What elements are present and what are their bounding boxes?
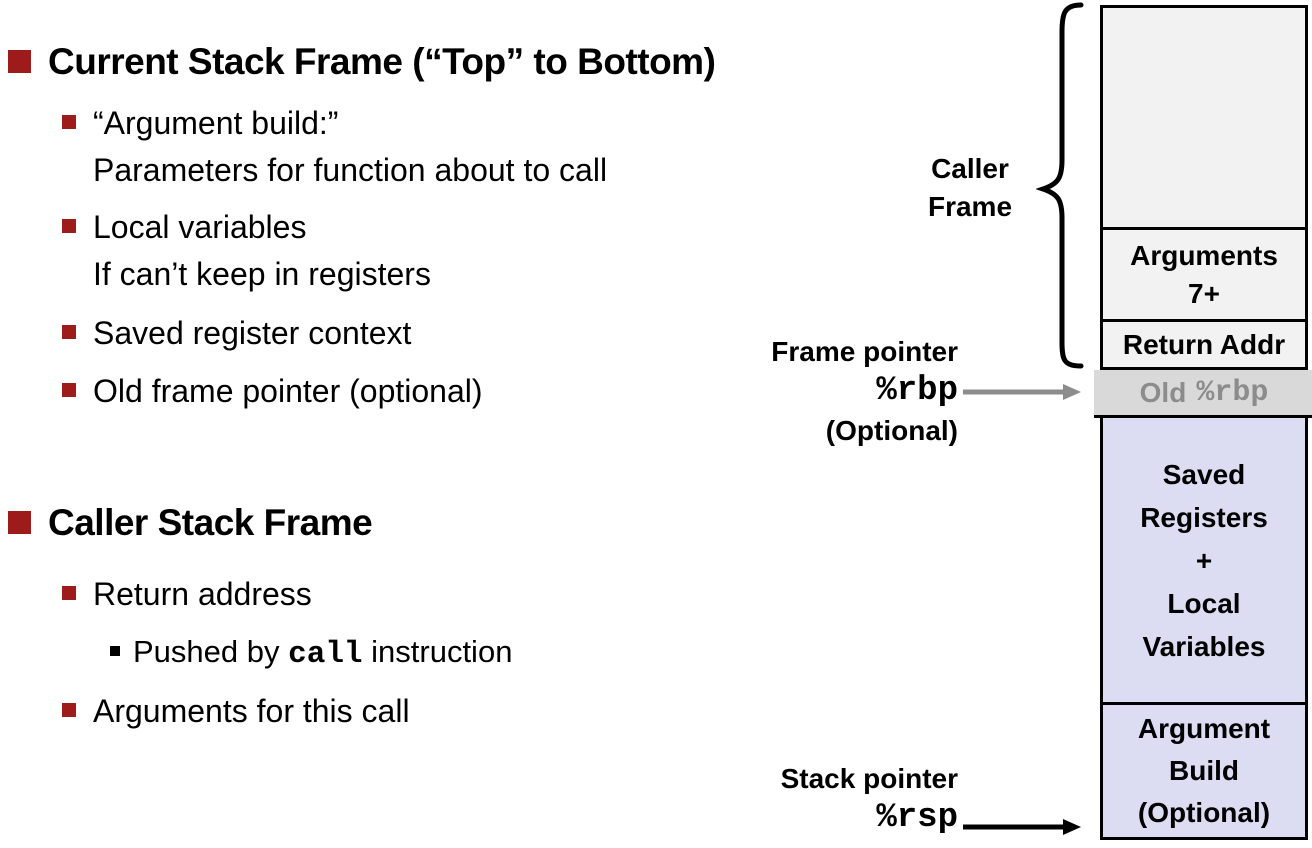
- red-square-bullet-icon: [62, 703, 76, 717]
- stack-box-saved-registers-locals: Saved Registers + Local Variables: [1103, 418, 1305, 705]
- red-square-bullet-icon: [62, 586, 76, 600]
- rbp-arrow-icon: [963, 384, 1081, 400]
- red-square-bullet-icon: [8, 511, 31, 534]
- section2-heading: Caller Stack Frame: [8, 500, 373, 546]
- red-square-bullet-icon: [8, 50, 31, 73]
- bullet-line: Local variables: [93, 209, 307, 245]
- section2-title: Caller Stack Frame: [48, 502, 373, 543]
- stack-box-line: Arguments: [1130, 239, 1278, 271]
- bullet-argument-build: “Argument build:” Parameters for functio…: [62, 100, 607, 194]
- call-instruction-code: call: [288, 637, 363, 672]
- section1-title: Current Stack Frame (“Top” to Bottom): [48, 41, 716, 82]
- bullet-line: If can’t keep in registers: [93, 256, 431, 292]
- bullet-line: instruction: [362, 634, 513, 669]
- stack-box-line: Variables: [1142, 630, 1266, 662]
- bullet-return-address: Return address: [62, 571, 312, 618]
- bullet-text: Saved register context: [93, 315, 412, 351]
- bullet-old-frame-pointer: Old frame pointer (optional): [62, 368, 483, 415]
- bullet-text: Old frame pointer (optional): [93, 373, 483, 409]
- black-square-bullet-icon: [110, 646, 120, 656]
- bullet-line: Pushed by: [133, 634, 289, 669]
- old-rbp-register: %rbp: [1196, 375, 1269, 410]
- red-square-bullet-icon: [62, 115, 76, 129]
- frame-pointer-annotation: Frame pointer %rbp (Optional): [640, 333, 958, 449]
- stack-box-line: Build: [1169, 755, 1239, 786]
- bullet-text: “Argument build:” Parameters for functio…: [93, 100, 607, 194]
- bullet-text: Arguments for this call: [93, 693, 410, 729]
- stack-box-line: Old: [1139, 376, 1187, 408]
- rbp-register-label: %rbp: [876, 372, 958, 410]
- stack-box-line: Argument: [1137, 713, 1271, 744]
- caller-frame-label-line: Frame: [927, 191, 1013, 222]
- stack-box-line: Local: [1167, 587, 1241, 619]
- bullet-text: Pushed by call instruction: [133, 629, 512, 678]
- bullet-text: Return address: [93, 576, 312, 612]
- stack-box-line: (Optional): [1137, 797, 1271, 828]
- bullet-saved-register-context: Saved register context: [62, 310, 411, 357]
- frame-pointer-note: (Optional): [825, 415, 958, 446]
- stack-box-caller-frame: [1103, 8, 1305, 230]
- bullet-arguments-for-call: Arguments for this call: [62, 688, 410, 735]
- stack-box-line: 7+: [1188, 277, 1220, 309]
- bullet-pushed-by-call: Pushed by call instruction: [110, 629, 512, 678]
- stack-box-line: +: [1195, 544, 1213, 576]
- stack-box-old-rbp: Old %rbp: [1094, 370, 1312, 418]
- bullet-local-variables: Local variables If can’t keep in registe…: [62, 204, 431, 298]
- stack-pointer-label: Stack pointer: [780, 763, 958, 794]
- bullet-line: “Argument build:”: [93, 105, 339, 141]
- red-square-bullet-icon: [62, 325, 76, 339]
- stack-box-arguments-7plus: Arguments 7+: [1103, 230, 1305, 322]
- rsp-register-label: %rsp: [876, 799, 958, 837]
- rsp-arrow-icon: [963, 819, 1081, 835]
- section1-heading: Current Stack Frame (“Top” to Bottom): [8, 39, 716, 85]
- caller-frame-label: Caller Frame: [905, 150, 1035, 226]
- stack-box-line: Saved: [1162, 458, 1246, 490]
- bullet-text: Local variables If can’t keep in registe…: [93, 204, 431, 298]
- bullet-line: Parameters for function about to call: [93, 152, 608, 188]
- frame-pointer-label: Frame pointer: [771, 336, 958, 367]
- stack-diagram: Arguments 7+ Return Addr Old %rbp Saved …: [1094, 5, 1312, 840]
- stack-box-return-addr: Return Addr: [1103, 322, 1305, 370]
- stack-box-line: Return Addr: [1122, 328, 1286, 360]
- caller-frame-label-line: Caller: [931, 153, 1009, 184]
- stack-box-argument-build: Argument Build (Optional): [1103, 705, 1305, 837]
- red-square-bullet-icon: [62, 383, 76, 397]
- stack-box-line: Registers: [1140, 501, 1268, 533]
- curly-brace-icon: [1036, 2, 1084, 369]
- stack-pointer-annotation: Stack pointer %rsp: [640, 760, 958, 839]
- red-square-bullet-icon: [62, 219, 76, 233]
